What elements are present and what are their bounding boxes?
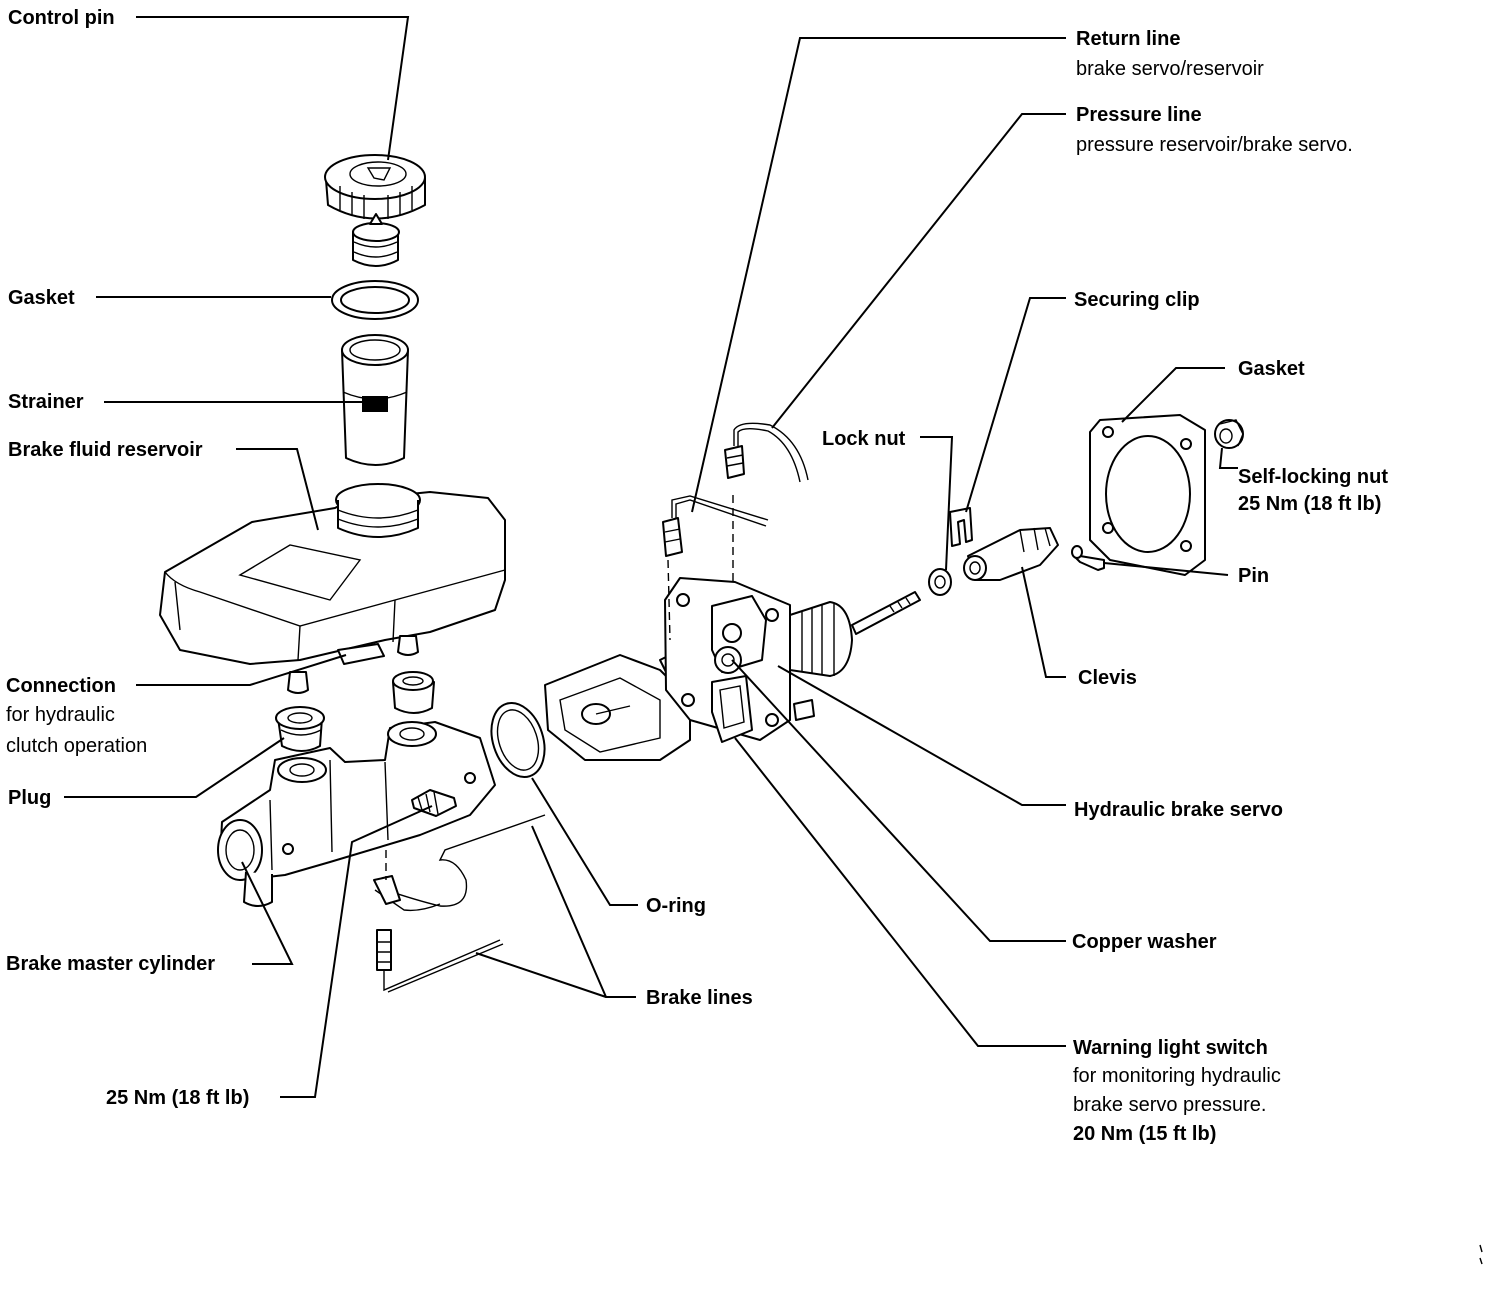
self-locking-nut-part (1214, 419, 1244, 449)
label-securing-clip: Securing clip (1074, 289, 1200, 311)
strainer-part (341, 334, 409, 466)
label-connection-line2: for hydraulic (6, 704, 115, 726)
servo-pipe-unions (662, 422, 809, 557)
callout-labels: Control pin Gasket Strainer Brake fluid … (6, 7, 1388, 1145)
label-warning-switch-torque: 20 Nm (15 ft lb) (1073, 1123, 1216, 1145)
reservoir-part (159, 483, 506, 694)
page-mark (1479, 1244, 1483, 1265)
securing-clip-part (949, 507, 973, 547)
brake-lines-part (373, 814, 546, 993)
label-o-ring: O-ring (646, 895, 706, 917)
parts-illustration (159, 154, 1483, 1265)
connection-plug-part (392, 671, 435, 714)
label-warning-light-switch: Warning light switch (1073, 1037, 1268, 1059)
label-return-line: Return line (1076, 28, 1180, 50)
servo-gasket-part (1089, 414, 1206, 576)
clevis-part (963, 527, 1059, 581)
label-lock-nut: Lock nut (822, 428, 906, 450)
plug-part (275, 706, 325, 752)
pin-part (1071, 545, 1105, 571)
label-pressure-line: Pressure line (1076, 104, 1202, 126)
reservoir-cap (324, 154, 426, 220)
hydraulic-servo-part (664, 495, 921, 743)
label-hydraulic-brake-servo: Hydraulic brake servo (1074, 799, 1283, 821)
label-brake-lines: Brake lines (646, 987, 753, 1009)
master-cylinder-part (217, 721, 496, 907)
reservoir-gasket-part (331, 280, 419, 320)
label-pin: Pin (1238, 565, 1269, 587)
label-brake-fluid-reservoir: Brake fluid reservoir (8, 439, 203, 461)
label-control-pin: Control pin (8, 7, 115, 29)
o-ring-part (490, 702, 546, 778)
label-self-locking-nut: Self-locking nut (1238, 466, 1388, 488)
label-connection: Connection (6, 675, 116, 697)
label-copper-washer: Copper washer (1072, 931, 1217, 953)
label-brake-master-cylinder: Brake master cylinder (6, 953, 215, 975)
label-gasket-servo: Gasket (1238, 358, 1305, 380)
label-warning-switch-line2: for monitoring hydraulic (1073, 1065, 1281, 1087)
label-pressure-line-sub: pressure reservoir/brake servo. (1076, 134, 1353, 156)
control-pin-part (352, 213, 400, 267)
label-strainer: Strainer (8, 391, 84, 413)
label-connection-line3: clutch operation (6, 735, 147, 757)
label-self-locking-nut-torque: 25 Nm (18 ft lb) (1238, 493, 1381, 515)
label-return-line-sub: brake servo/reservoir (1076, 58, 1264, 80)
lock-nut-part (928, 568, 952, 596)
label-gasket-reservoir: Gasket (8, 287, 75, 309)
label-plug: Plug (8, 787, 51, 809)
label-master-torque: 25 Nm (18 ft lb) (106, 1087, 249, 1109)
leader-lines (64, 16, 1238, 1098)
label-warning-switch-line3: brake servo pressure. (1073, 1094, 1266, 1116)
label-clevis: Clevis (1078, 667, 1137, 689)
